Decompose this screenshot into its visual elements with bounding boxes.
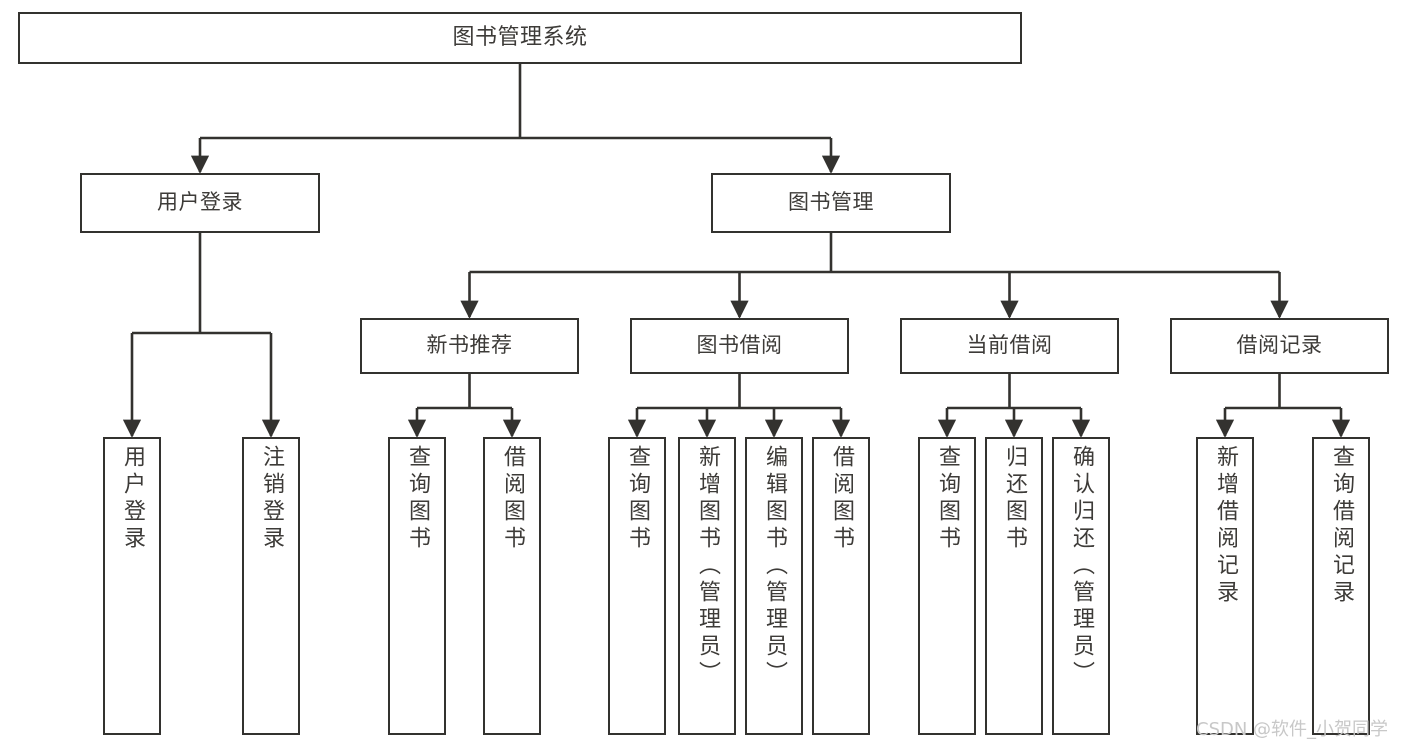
node-label: 新增图书（管理员） <box>695 445 720 688</box>
node-label: 确认归还（管理员） <box>1069 445 1094 688</box>
node-label: 图书管理 <box>788 190 874 215</box>
node-leaf-borrow-1: 查询图书 <box>608 437 666 735</box>
node-leaf-current-2: 归还图书 <box>985 437 1043 735</box>
node-root: 图书管理系统 <box>18 12 1022 64</box>
node-label: 查询图书 <box>405 445 430 553</box>
node-label: 查询图书 <box>935 445 960 553</box>
node-label: 用户登录 <box>120 445 145 553</box>
node-leaf-borrow-2: 新增图书（管理员） <box>678 437 736 735</box>
node-label: 借阅图书 <box>829 445 854 553</box>
csdn-watermark: CSDN @软件_小贺同学 <box>1196 719 1389 740</box>
node-label: 图书借阅 <box>696 333 783 358</box>
node-leaf-login-1: 用户登录 <box>103 437 161 735</box>
node-label: 归还图书 <box>1002 445 1027 553</box>
node-leaf-new-1: 查询图书 <box>388 437 446 735</box>
node-label: 当前借阅 <box>966 333 1053 358</box>
node-label: 注销登录 <box>259 445 284 553</box>
node-leaf-borrow-4: 借阅图书 <box>812 437 870 735</box>
node-leaf-current-3: 确认归还（管理员） <box>1052 437 1110 735</box>
edge-group <box>122 64 1351 438</box>
node-label: 用户登录 <box>157 190 243 215</box>
node-label: 新书推荐 <box>426 333 513 358</box>
node-leaf-login-2: 注销登录 <box>242 437 300 735</box>
node-newbook: 新书推荐 <box>360 318 579 374</box>
node-label: 查询借阅记录 <box>1329 445 1354 607</box>
node-leaf-current-1: 查询图书 <box>918 437 976 735</box>
node-record: 借阅记录 <box>1170 318 1389 374</box>
node-leaf-borrow-3: 编辑图书（管理员） <box>745 437 803 735</box>
node-leaf-record-2: 查询借阅记录 <box>1312 437 1370 735</box>
node-borrow: 图书借阅 <box>630 318 849 374</box>
node-login: 用户登录 <box>80 173 320 233</box>
node-leaf-new-2: 借阅图书 <box>483 437 541 735</box>
node-bookmgmt: 图书管理 <box>711 173 951 233</box>
node-current: 当前借阅 <box>900 318 1119 374</box>
node-label: 查询图书 <box>625 445 650 553</box>
node-leaf-record-1: 新增借阅记录 <box>1196 437 1254 735</box>
node-label: 借阅记录 <box>1236 333 1323 358</box>
node-label: 图书管理系统 <box>452 24 588 50</box>
node-label: 编辑图书（管理员） <box>762 445 787 688</box>
node-label: 新增借阅记录 <box>1213 445 1238 607</box>
node-label: 借阅图书 <box>500 445 525 553</box>
